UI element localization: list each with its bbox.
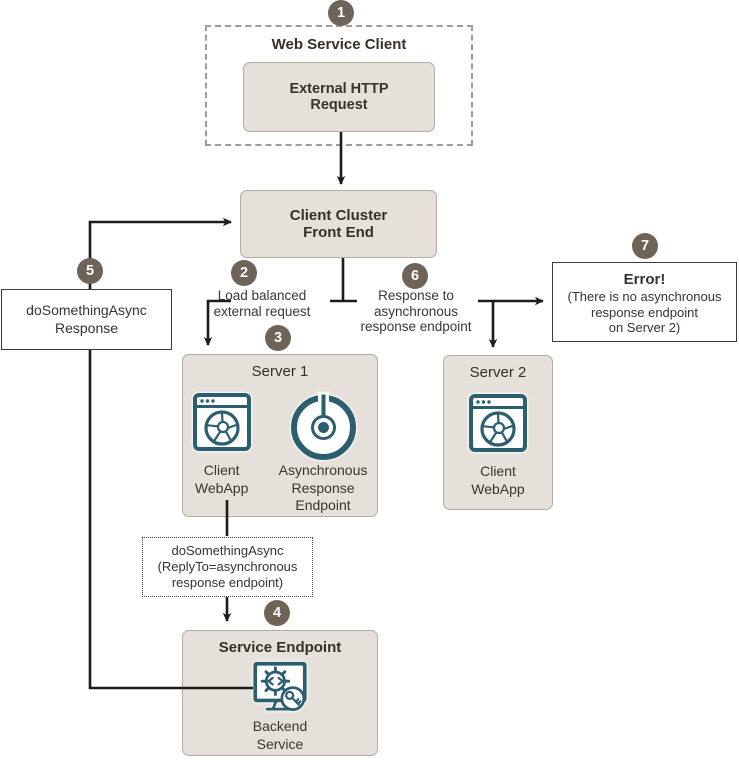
server2-client-webapp-label: Client WebApp [471, 463, 525, 497]
web-service-client-title: Web Service Client [271, 36, 407, 53]
client-cluster-front-end-box: Client Cluster Front End [240, 190, 437, 258]
server1-client-webapp: Client WebApp [192, 393, 251, 497]
step-badge-5: 5 [77, 258, 103, 284]
server1-async-endpoint: Asynchronous Response Endpoint [278, 393, 368, 515]
error-title: Error! [623, 271, 666, 289]
browser-globe-icon [469, 394, 527, 461]
do-something-async-response-box: doSomethingAsync Response [1, 289, 172, 350]
server1-client-webapp-label: Client WebApp [194, 462, 249, 496]
error-box: Error! (There is no asynchronous respons… [552, 262, 737, 342]
step-badge-7: 7 [632, 233, 658, 259]
step-badge-3: 3 [265, 325, 291, 351]
step-badge-4: 4 [264, 600, 290, 626]
service-endpoint-title: Service Endpoint [218, 639, 342, 656]
backend-service: Backend Service [250, 661, 310, 753]
step-badge-1: 1 [328, 0, 354, 26]
load-balanced-request-label: Load balanced external request [213, 288, 311, 319]
server2-title: Server 2 [469, 364, 527, 381]
server2-client-webapp: Client WebApp [469, 394, 527, 498]
response-endpoint-target-icon [290, 393, 357, 460]
external-http-request-box: External HTTP Request [243, 62, 435, 132]
step-badge-6: 6 [402, 263, 428, 289]
error-body: (There is no asynchronous response endpo… [567, 289, 722, 336]
do-something-async-call-box: doSomethingAsync (ReplyTo=asynchronous r… [142, 537, 313, 597]
step-badge-2: 2 [231, 260, 257, 286]
web-service-client-group: Web Service Client [205, 25, 473, 146]
line-frontend-branch-tee [330, 258, 357, 303]
server1-async-endpoint-label: Asynchronous Response Endpoint [278, 462, 368, 514]
server2-box: Server 2 [443, 355, 553, 510]
browser-globe-icon [192, 393, 251, 460]
monitor-gear-key-icon [250, 661, 310, 716]
backend-service-label: Backend Service [252, 718, 308, 752]
service-endpoint-box: Service Endpoint [182, 630, 378, 756]
server1-title: Server 1 [251, 363, 309, 380]
response-to-endpoint-label: Response to asynchronous response endpoi… [360, 288, 472, 335]
server1-box: Server 1 [182, 354, 378, 517]
arrow-response-to-frontend [88, 217, 232, 289]
